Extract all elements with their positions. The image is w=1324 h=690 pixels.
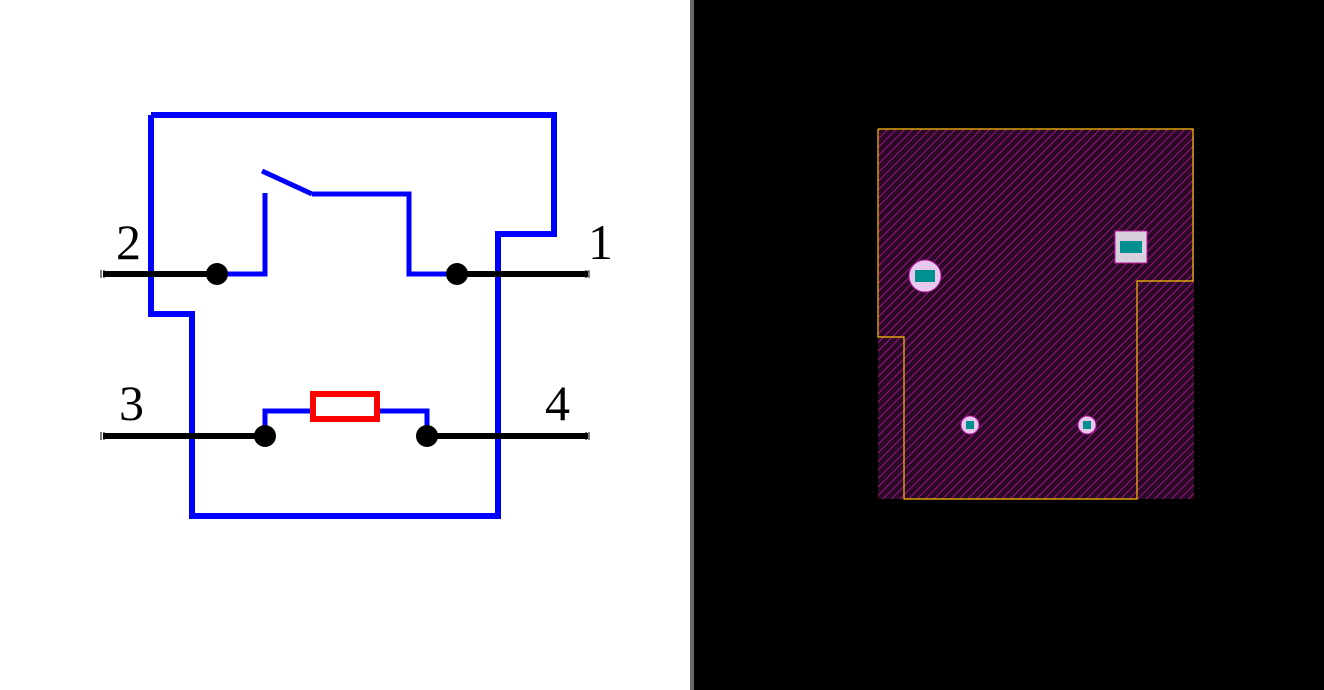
junction-pin-4 xyxy=(416,425,438,447)
pad-square xyxy=(1114,230,1148,264)
pin-number-1: 1 xyxy=(588,214,613,270)
component-body-outline xyxy=(148,112,557,519)
pad-round-large xyxy=(908,259,942,293)
schematic-view[interactable]: 2 1 3 4 xyxy=(0,0,690,690)
pcb-footprint-view[interactable] xyxy=(694,0,1324,690)
board-outline xyxy=(877,128,1194,500)
switch-left-contact xyxy=(217,193,268,277)
pin-number-2: 2 xyxy=(116,214,141,270)
pin-number-4: 4 xyxy=(545,375,570,431)
junction-pin-2 xyxy=(206,263,228,285)
pad-small-left xyxy=(960,415,980,435)
pin-end-ticks xyxy=(100,270,590,440)
copper-pour xyxy=(878,129,1194,499)
pin-number-3: 3 xyxy=(119,375,144,431)
pad-small-right xyxy=(1077,415,1097,435)
schematic-canvas: 2 1 3 4 xyxy=(100,112,613,519)
switch-lever xyxy=(260,168,314,197)
heater-resistor xyxy=(310,391,380,422)
pcb-canvas xyxy=(694,0,1324,690)
junction-pin-3 xyxy=(254,425,276,447)
junction-pin-1 xyxy=(446,263,468,285)
pane-divider[interactable] xyxy=(690,0,694,690)
switch-right-contact xyxy=(312,191,457,277)
